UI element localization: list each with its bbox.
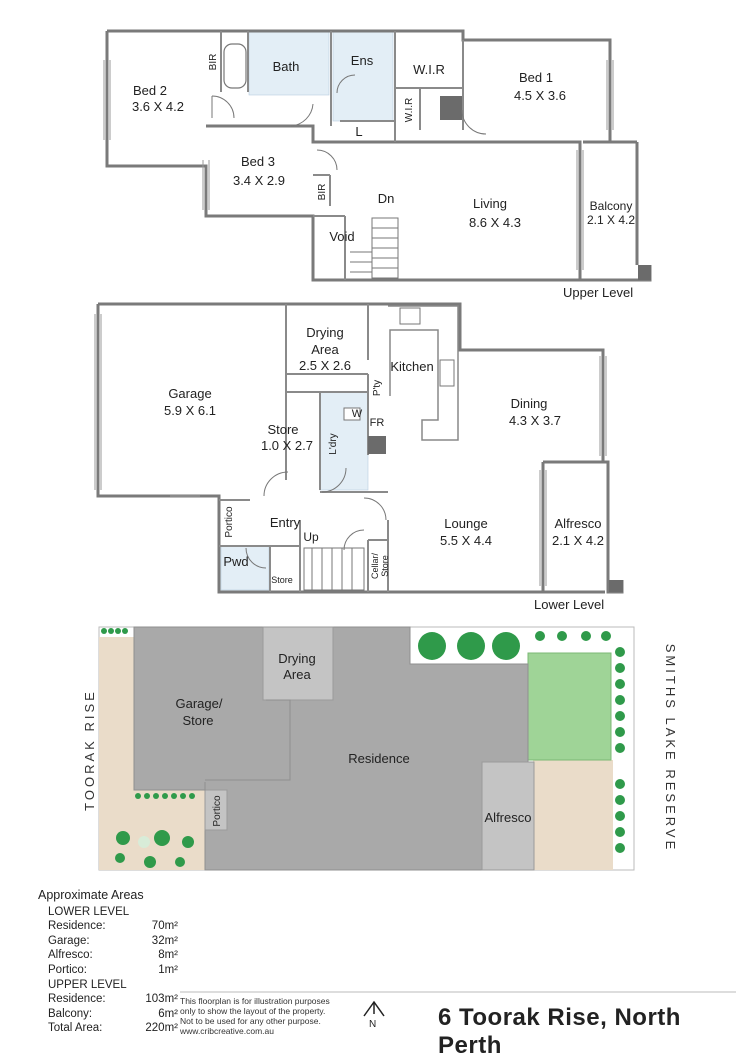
bathtub-icon (223, 43, 247, 89)
north-arrow-icon (363, 1000, 385, 1017)
site-label: Area (283, 667, 311, 682)
ensuite-tiles (332, 30, 394, 122)
disclaimer-line: This floorplan is for illustration purpo… (180, 996, 330, 1006)
area-row: Residence:70m² (48, 920, 178, 933)
portico-footprint (204, 789, 228, 831)
room-label: BIR (317, 184, 328, 201)
site-label: Alfresco (485, 810, 532, 825)
level-label: Upper Level (563, 285, 633, 300)
upper-level-plan (103, 29, 652, 282)
room-size: 3.6 X 4.2 (132, 99, 184, 114)
room-size: 4.5 X 3.6 (514, 88, 566, 103)
bath-tiles (248, 30, 330, 96)
room-name: Bed 1 (519, 70, 553, 85)
room-size: 4.3 X 3.7 (509, 413, 561, 428)
room-label: W (352, 408, 363, 420)
room-name: Dining (511, 396, 548, 411)
room-name: Area (311, 342, 339, 357)
street-name: TOORAK RISE (82, 689, 97, 811)
room-size: 2.1 X 4.2 (552, 533, 604, 548)
site-label: Garage/ (176, 696, 223, 711)
trees (101, 628, 625, 868)
courtyard-paving (533, 760, 613, 870)
room-name: Drying (306, 325, 344, 340)
disclaimer-line: only to show the layout of the property. (180, 1006, 326, 1016)
approximate-areas: Approximate Areas LOWER LEVEL Residence:… (38, 888, 178, 1036)
property-address: 6 Toorak Rise, North Perth (438, 1004, 681, 1059)
lower-level-labels: Garage 5.9 X 6.1 Drying Area 2.5 X 2.6 S… (164, 325, 604, 612)
stairs-icon (350, 217, 399, 279)
north-label: N (369, 1019, 377, 1030)
room-name: Void (329, 229, 354, 244)
street-name: SMITHS LAKE RESERVE (663, 644, 678, 852)
room-name: Balcony (590, 199, 633, 213)
disclaimer: This floorplan is for illustration purpo… (180, 996, 360, 1036)
room-name: Alfresco (555, 516, 602, 531)
area-row: Residence:103m² (48, 993, 178, 1006)
area-row: Alfresco:8m² (48, 949, 178, 962)
lawn (527, 652, 612, 761)
powder-tiles (220, 545, 270, 591)
cooktop-icon (399, 307, 421, 325)
room-label: BIR (208, 54, 219, 71)
upper-level-heading: UPPER LEVEL (48, 978, 127, 991)
room-label: Store (271, 575, 293, 585)
room-name: Bed 2 (133, 83, 167, 98)
room-size: 2.1 X 4.2 (587, 213, 635, 227)
room-label: P'ty (372, 380, 383, 396)
room-label: W.I.R (404, 98, 415, 122)
lower-level-heading: LOWER LEVEL (48, 905, 130, 918)
room-name: Bath (273, 59, 300, 74)
upper-level-labels: Bed 2 3.6 X 4.2 BIR Bath Ens W.I.R Bed 1… (132, 53, 635, 300)
stair-direction: Up (303, 530, 319, 544)
stairs-icon (303, 547, 365, 591)
room-name: Living (473, 196, 507, 211)
room-size: 3.4 X 2.9 (233, 173, 285, 188)
room-size: 8.6 X 4.3 (469, 215, 521, 230)
site-label: Drying (278, 651, 316, 666)
room-name: Store (267, 422, 298, 437)
room-size: 5.9 X 6.1 (164, 403, 216, 418)
room-size: 1.0 X 2.7 (261, 438, 313, 453)
area-row: Portico:1m² (48, 963, 178, 976)
sink-icon (439, 359, 455, 387)
room-label: Cellar/ (370, 553, 380, 580)
room-label: FR (370, 417, 385, 429)
area-row: Garage:32m² (48, 934, 178, 947)
room-name: Ens (351, 53, 374, 68)
driveway-paving (99, 637, 205, 870)
room-label: Store (380, 555, 390, 577)
area-row: Balcony:6m² (48, 1007, 178, 1020)
areas-heading: Approximate Areas (38, 888, 144, 902)
website-link[interactable]: www.cribcreative.com.au (180, 1026, 275, 1036)
lower-level-plan (94, 302, 624, 594)
stair-direction: Dn (378, 191, 395, 206)
room-name: Entry (270, 515, 301, 530)
room-label: L'dry (328, 433, 339, 454)
room-name: W.I.R (413, 62, 445, 77)
site-label: Residence (348, 751, 409, 766)
room-name: Kitchen (390, 359, 433, 374)
level-label: Lower Level (534, 597, 604, 612)
room-label: L (355, 124, 362, 139)
site-plan-labels: Drying Area Garage/ Store Residence Port… (82, 644, 678, 852)
room-size: 5.5 X 4.4 (440, 533, 492, 548)
drying-footprint (262, 626, 334, 701)
alfresco-footprint (481, 761, 535, 871)
site-label: Store (182, 713, 213, 728)
total-area-row: Total Area:220m² (48, 1022, 178, 1035)
room-size: 2.5 X 2.6 (299, 358, 351, 373)
room-name: Bed 3 (241, 154, 275, 169)
site-label: Portico (212, 795, 223, 827)
disclaimer-line: Not to be used for any other purpose. (180, 1016, 321, 1026)
room-name: Garage (168, 386, 211, 401)
room-name: Lounge (444, 516, 487, 531)
site-plan (98, 626, 635, 871)
room-label: Portico (224, 506, 235, 538)
room-name: Pwd (223, 554, 248, 569)
